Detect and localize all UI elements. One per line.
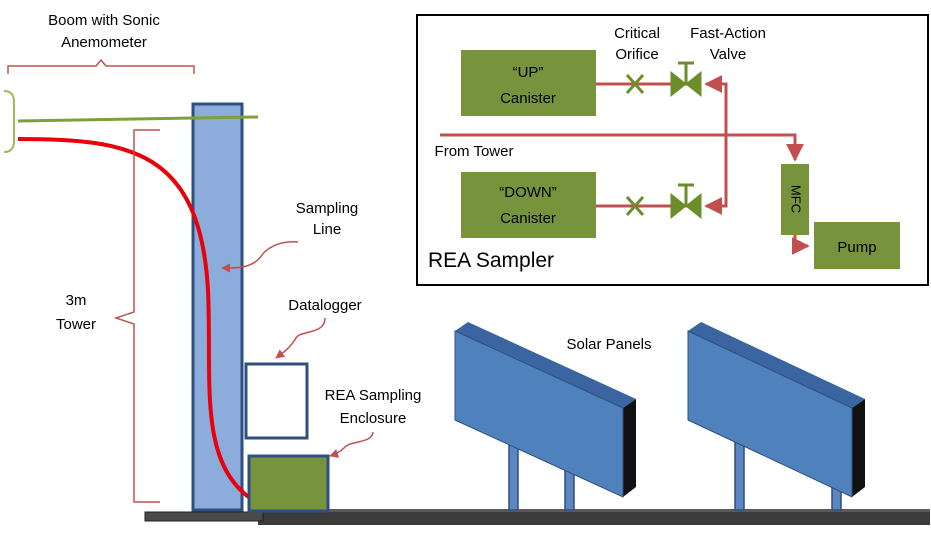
down-canister-line2: Canister — [500, 210, 556, 227]
fast-action-valve-label-line1: Fast-Action — [690, 25, 766, 42]
tower — [191, 102, 244, 512]
boom — [17, 115, 259, 123]
sampling-line — [17, 137, 252, 500]
up-critical-orifice-icon — [625, 74, 645, 94]
enclosure-pointer — [329, 431, 374, 458]
datalogger-pointer — [275, 317, 326, 359]
down-canister — [461, 172, 596, 238]
solar-panel-2 — [687, 322, 865, 511]
boom-label-line2: Anemometer — [61, 34, 147, 51]
up-canister-line2: Canister — [500, 90, 556, 107]
rea-enclosure-box — [247, 454, 330, 513]
boom-brace — [7, 58, 195, 74]
down-canister-line1: “DOWN” — [499, 184, 556, 201]
from-tower-label: From Tower — [435, 143, 514, 160]
tower-label-line1: 3m — [66, 292, 87, 309]
boom-label-line1: Boom with Sonic — [48, 12, 160, 29]
rea-sampler-inset: “UP” Canister “DOWN” Canister From Tower… — [416, 14, 929, 286]
from-tower-line — [440, 133, 804, 162]
critical-orifice-label-line1: Critical — [614, 25, 660, 42]
datalogger-label: Datalogger — [288, 297, 361, 314]
inset-title: REA Sampler — [428, 249, 554, 272]
mfc-label: MFC — [789, 185, 804, 213]
solar-panel-1 — [454, 322, 636, 511]
ground-bar-top — [258, 509, 930, 512]
sampling-line-label-line2: Line — [313, 221, 341, 238]
solar-panels-label: Solar Panels — [566, 336, 651, 353]
up-canister-line1: “UP” — [513, 64, 544, 81]
mfc-to-pump-line — [791, 235, 810, 255]
anemometer-bracket — [3, 90, 15, 153]
sampling-line-pointer — [221, 241, 299, 273]
sampling-line-label-line1: Sampling — [296, 200, 359, 217]
pump-box — [814, 222, 900, 269]
down-fast-action-valve-icon — [670, 183, 702, 220]
up-valve-line — [704, 75, 728, 135]
datalogger-box — [244, 362, 309, 440]
fast-action-valve-label-line2: Valve — [710, 46, 746, 63]
tower-brace — [113, 129, 160, 503]
pump-label: Pump — [837, 239, 876, 256]
tower-label-line2: Tower — [56, 316, 96, 333]
tower-base — [144, 511, 264, 522]
up-canister — [461, 50, 596, 116]
enclosure-label-line1: REA Sampling — [325, 387, 422, 404]
up-fast-action-valve-icon — [670, 61, 702, 98]
ground-bar — [258, 509, 930, 525]
mfc-box — [781, 164, 809, 235]
down-valve-line — [704, 135, 728, 215]
critical-orifice-label-line2: Orifice — [615, 46, 658, 63]
down-critical-orifice-icon — [625, 196, 645, 216]
enclosure-label-line2: Enclosure — [340, 410, 407, 427]
